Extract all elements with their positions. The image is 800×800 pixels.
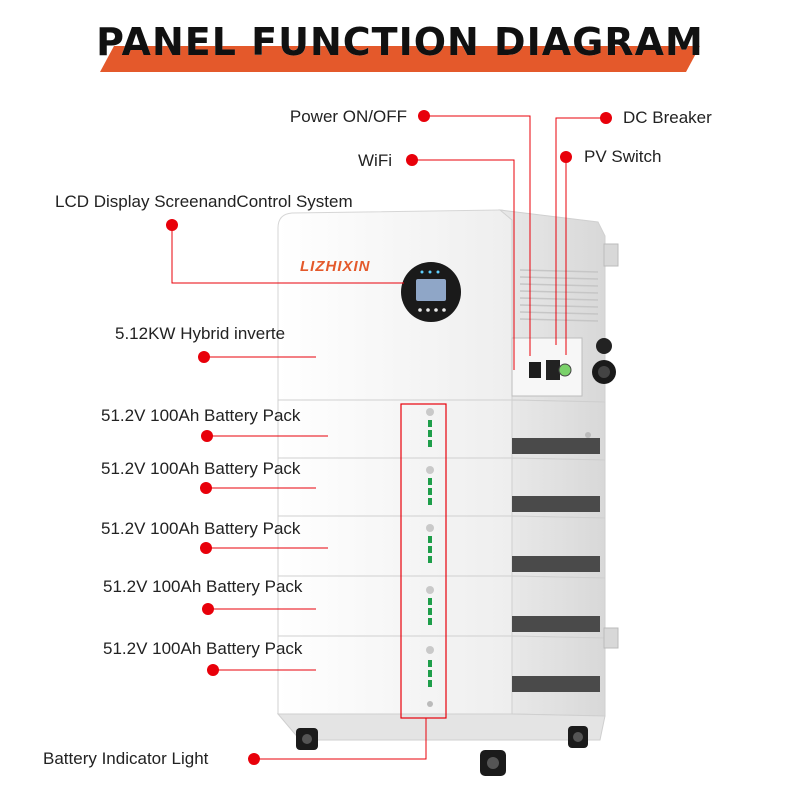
label-battery-pack-4: 51.2V 100Ah Battery Pack — [103, 577, 303, 596]
label-pv-switch: PV Switch — [584, 147, 662, 166]
label-battery-pack-2: 51.2V 100Ah Battery Pack — [101, 459, 301, 478]
label-dc-breaker: DC Breaker — [623, 108, 712, 127]
brand-logo: LIZHIXIN — [300, 258, 371, 275]
caster-wheels — [296, 726, 588, 776]
label-wifi: WiFi — [358, 151, 392, 170]
label-hybrid-inverter: 5.12KW Hybrid inverte — [115, 324, 286, 343]
title-banner — [100, 46, 700, 72]
marker-dots — [166, 110, 612, 765]
battery-pack-5 — [277, 635, 606, 717]
battery-stack — [276, 399, 619, 741]
indicator-light-frame — [400, 403, 447, 719]
label-battery-pack-5: 51.2V 100Ah Battery Pack — [103, 639, 303, 658]
leader-lines — [171, 115, 605, 760]
label-battery-indicator-light: Battery Indicator Light — [43, 749, 209, 768]
label-power-on-off: Power ON/OFF — [289, 107, 407, 126]
battery-pack-1 — [277, 399, 606, 461]
label-battery-pack-3: 51.2V 100Ah Battery Pack — [101, 519, 301, 538]
label-lcd-display: LCD Display ScreenandControl System — [55, 192, 353, 211]
battery-pack-4 — [277, 575, 606, 643]
inverter-module — [277, 209, 619, 403]
label-battery-pack-1: 51.2V 100Ah Battery Pack — [101, 406, 301, 425]
battery-pack-2 — [277, 457, 606, 525]
battery-pack-3 — [277, 515, 606, 583]
page-title: PANEL FUNCTION DIAGRAM — [96, 20, 704, 64]
